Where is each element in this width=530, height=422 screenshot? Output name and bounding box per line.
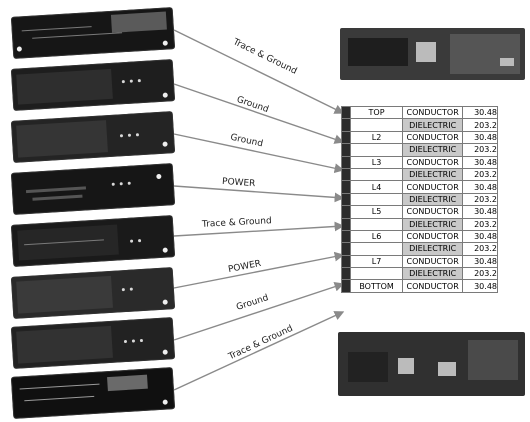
stackup-material: DIELECTRIC <box>403 193 463 205</box>
board-bottom-photo <box>338 332 525 396</box>
stackup-edge-bar <box>342 119 351 131</box>
board-region <box>348 38 408 66</box>
stackup-thickness: 203.2 <box>463 243 498 255</box>
stackup-material: CONDUCTOR <box>403 107 463 119</box>
stackup-material: CONDUCTOR <box>403 156 463 168</box>
stackup-layer-name <box>351 168 403 180</box>
chip-component <box>416 42 436 62</box>
arrow-line-bottom <box>174 312 343 390</box>
stackup-material: CONDUCTOR <box>403 255 463 267</box>
stackup-material: CONDUCTOR <box>403 131 463 143</box>
stackup-material: DIELECTRIC <box>403 144 463 156</box>
stackup-layer-name <box>351 268 403 280</box>
stackup-layer-name <box>351 144 403 156</box>
stackup-layer-name: TOP <box>351 107 403 119</box>
stackup-thickness: 203.2 <box>463 168 498 180</box>
stackup-thickness: 30.48 <box>463 156 498 168</box>
stackup-edge-bar <box>342 168 351 180</box>
stackup-material: DIELECTRIC <box>403 243 463 255</box>
stackup-edge-bar <box>342 193 351 205</box>
arrow-line-top <box>174 30 343 113</box>
stackup-thickness: 30.48 <box>463 206 498 218</box>
board-top-photo <box>340 28 525 80</box>
stackup-edge-bar <box>342 107 351 119</box>
stackup-layer-name: L3 <box>351 156 403 168</box>
stackup-thickness: 30.48 <box>463 230 498 242</box>
stackup-thickness: 203.2 <box>463 144 498 156</box>
board-region <box>468 340 518 380</box>
stackup-layer-name <box>351 119 403 131</box>
stackup-layer-name: L4 <box>351 181 403 193</box>
board-region <box>348 352 388 382</box>
stackup-thickness: 30.48 <box>463 280 498 292</box>
stackup-edge-bar <box>342 218 351 230</box>
stackup-thickness: 30.48 <box>463 255 498 267</box>
arrow-line-l4 <box>174 186 343 198</box>
stackup-thickness: 203.2 <box>463 268 498 280</box>
stackup-edge-bar <box>342 156 351 168</box>
stackup-layer-name <box>351 218 403 230</box>
stackup-layer-name: L2 <box>351 131 403 143</box>
chip-component <box>398 358 414 374</box>
stackup-thickness: 203.2 <box>463 193 498 205</box>
stackup-edge-bar <box>342 280 351 292</box>
stackup-edge-bar <box>342 268 351 280</box>
stackup-thickness: 203.2 <box>463 119 498 131</box>
stackup-edge-bar <box>342 131 351 143</box>
stackup-edge-bar <box>342 243 351 255</box>
arrow-line-l2 <box>174 84 343 142</box>
stackup-material: CONDUCTOR <box>403 181 463 193</box>
arrow-line-l7 <box>174 284 343 340</box>
stackup-thickness: 30.48 <box>463 107 498 119</box>
connector-component <box>500 58 514 66</box>
stackup-thickness: 30.48 <box>463 181 498 193</box>
stackup-material: DIELECTRIC <box>403 268 463 280</box>
board-region <box>450 34 520 74</box>
stackup-material: CONDUCTOR <box>403 280 463 292</box>
stackup-layer-name: L6 <box>351 230 403 242</box>
stackup-edge-bar <box>342 144 351 156</box>
chip-component <box>438 362 456 376</box>
stackup-layer-name: BOTTOM <box>351 280 403 292</box>
arrow-line-l5 <box>174 226 343 236</box>
stackup-layer-name <box>351 243 403 255</box>
stackup-layer-name: L7 <box>351 255 403 267</box>
stackup-edge-bar <box>342 230 351 242</box>
stackup-material: DIELECTRIC <box>403 168 463 180</box>
stackup-material: CONDUCTOR <box>403 206 463 218</box>
stackup-thickness: 30.48 <box>463 131 498 143</box>
stackup-thickness: 203.2 <box>463 218 498 230</box>
stackup-layer-name <box>351 193 403 205</box>
stackup-material: DIELECTRIC <box>403 218 463 230</box>
stackup-layer-name: L5 <box>351 206 403 218</box>
stackup-edge-bar <box>342 255 351 267</box>
stackup-edge-bar <box>342 206 351 218</box>
stackup-edge-bar <box>342 181 351 193</box>
stackup-material: CONDUCTOR <box>403 230 463 242</box>
stackup-material: DIELECTRIC <box>403 119 463 131</box>
